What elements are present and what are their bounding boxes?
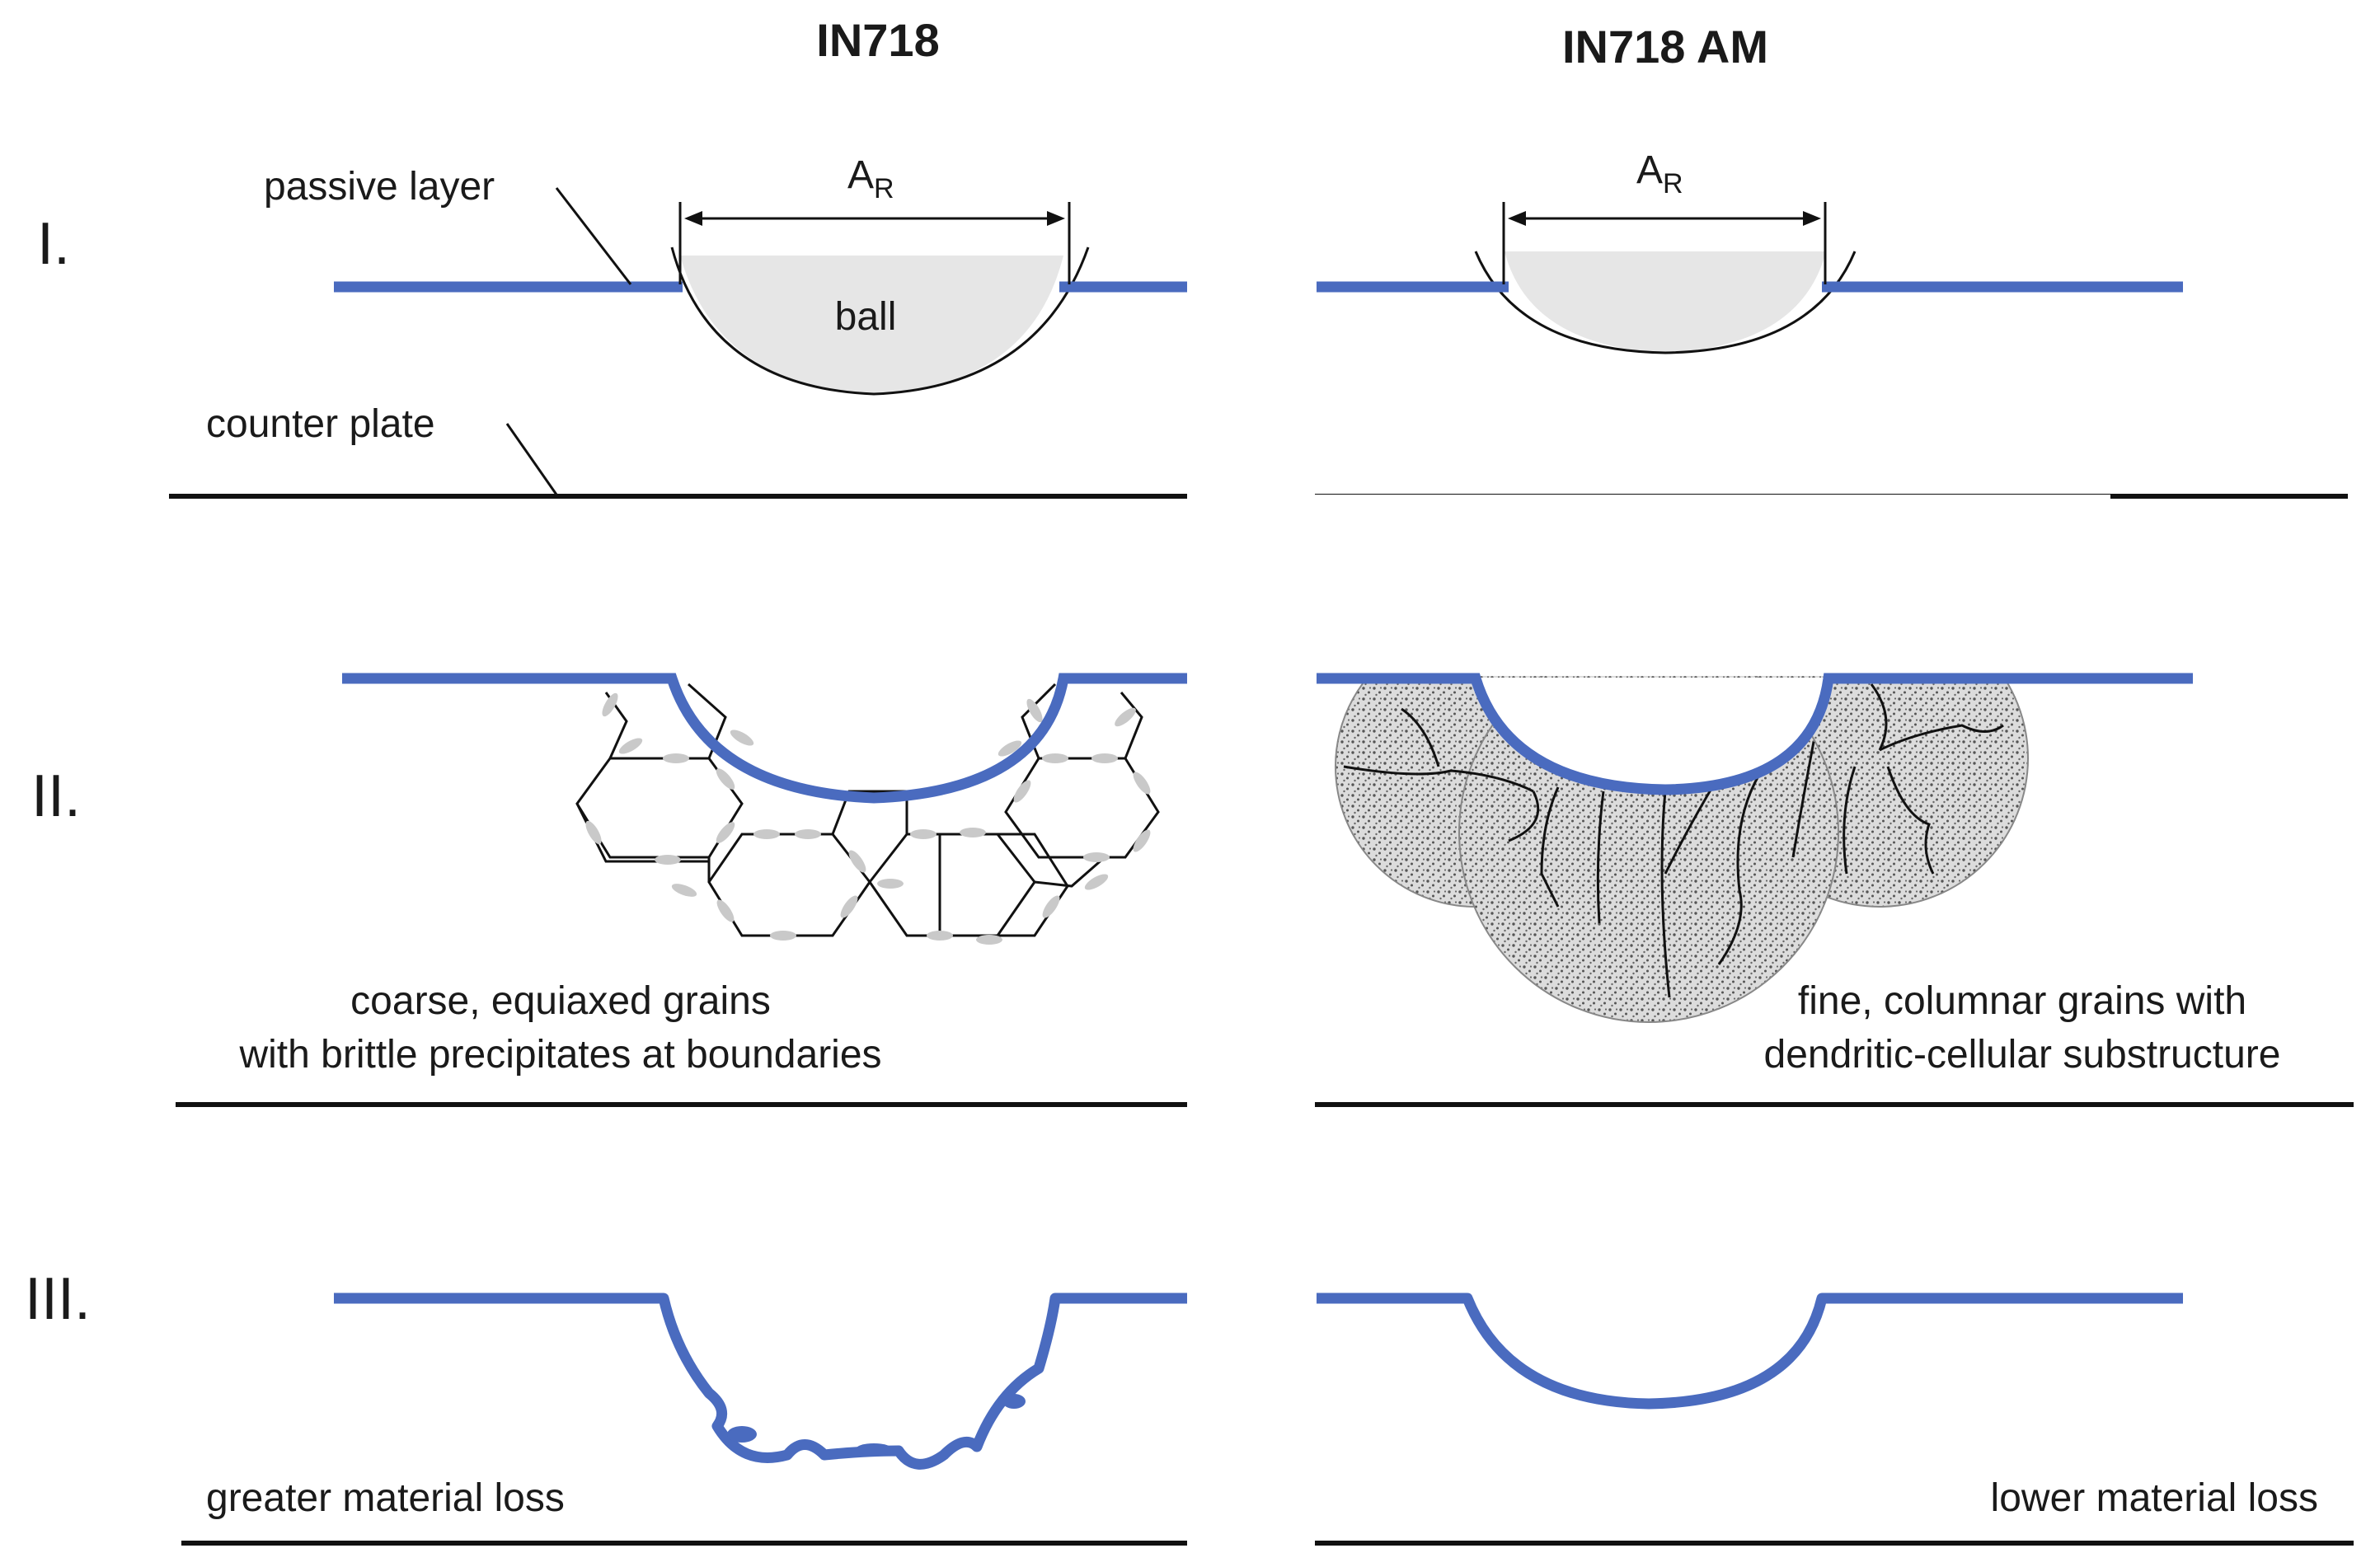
row-2-right: fine, columnar grains with dendritic-cel… (1286, 495, 2354, 1107)
passive-layer-worn-right (1317, 673, 2193, 795)
dendritic-substructure-lines (1343, 683, 2004, 998)
passive-layer-pointer (555, 187, 632, 285)
row-label-2: II. (31, 763, 81, 829)
row-3-right: lower material loss (1315, 1293, 2354, 1546)
counter-plate-label: counter plate (206, 402, 435, 446)
worn-surface-smooth (1317, 1293, 2183, 1410)
ball-label: ball (835, 295, 897, 339)
ball-shape (680, 256, 1063, 394)
grain-boundary-precipitates (585, 692, 1151, 945)
ball-shape-am (1505, 251, 1826, 353)
mask-scar (1476, 678, 1828, 790)
ball-outline-am (1474, 251, 1857, 354)
right-grains-text-1: fine, columnar grains with (1798, 979, 2246, 1023)
left-loss-text: greater material loss (206, 1476, 565, 1520)
counter-plate-pointer (505, 423, 558, 495)
ar-arrowhead-right-am (1803, 211, 1821, 226)
header-in718-am: IN718 AM (1562, 21, 1768, 73)
worn-surface-irregular (334, 1293, 1187, 1470)
ar-arrowhead-right (1047, 211, 1065, 226)
passive-layer-worn-left (342, 673, 1187, 804)
left-grains-text-2: with brittle precipitates at boundaries (238, 1033, 881, 1077)
mask-top (1286, 495, 2110, 676)
row-1-left: AR ball passive layer counter plate (169, 153, 1187, 499)
row-label-3: III. (25, 1266, 91, 1332)
passive-layer-label: passive layer (264, 165, 495, 209)
ball-outline (670, 246, 1090, 396)
right-loss-text: lower material loss (1991, 1476, 2318, 1520)
ar-label-right: AR (1636, 148, 1683, 199)
ar-label-left: AR (847, 153, 894, 204)
header-in718: IN718 (816, 14, 939, 66)
equiaxed-grain-network (575, 683, 1160, 937)
row-1-right: AR (1315, 148, 2348, 499)
right-grains-text-2: dendritic-cellular substructure (1764, 1033, 2281, 1077)
ar-arrowhead-left-am (1508, 211, 1526, 226)
left-grains-text-1: coarse, equiaxed grains (350, 979, 771, 1023)
row-label-1: I. (37, 211, 70, 277)
surface-debris (727, 1394, 1026, 1455)
row-2-left: coarse, equiaxed grains with brittle pre… (176, 673, 1187, 1107)
ar-arrowhead-left (684, 211, 702, 226)
row-3-left: greater material loss (181, 1293, 1187, 1546)
